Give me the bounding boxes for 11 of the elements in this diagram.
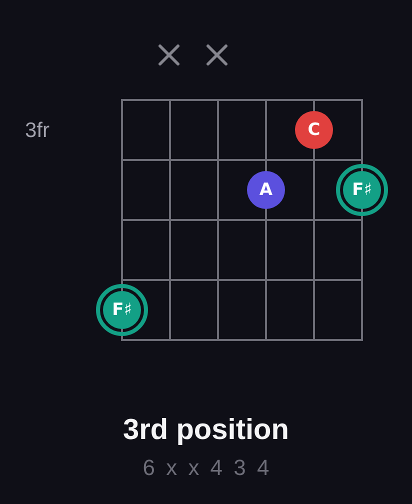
fret-number: 3fr: [25, 120, 50, 140]
fingering-caption: 6 x x 4 3 4: [142, 457, 270, 479]
note-name: A: [259, 182, 273, 198]
note-marker: [336, 164, 388, 216]
note-name: F♯: [112, 302, 132, 318]
chord-title: 3rd position: [123, 416, 289, 444]
note-name: F♯: [352, 182, 372, 198]
note-name: C: [308, 122, 320, 138]
note-marker: [295, 111, 333, 149]
note-marker: [247, 171, 285, 209]
note-marker: [96, 284, 148, 336]
